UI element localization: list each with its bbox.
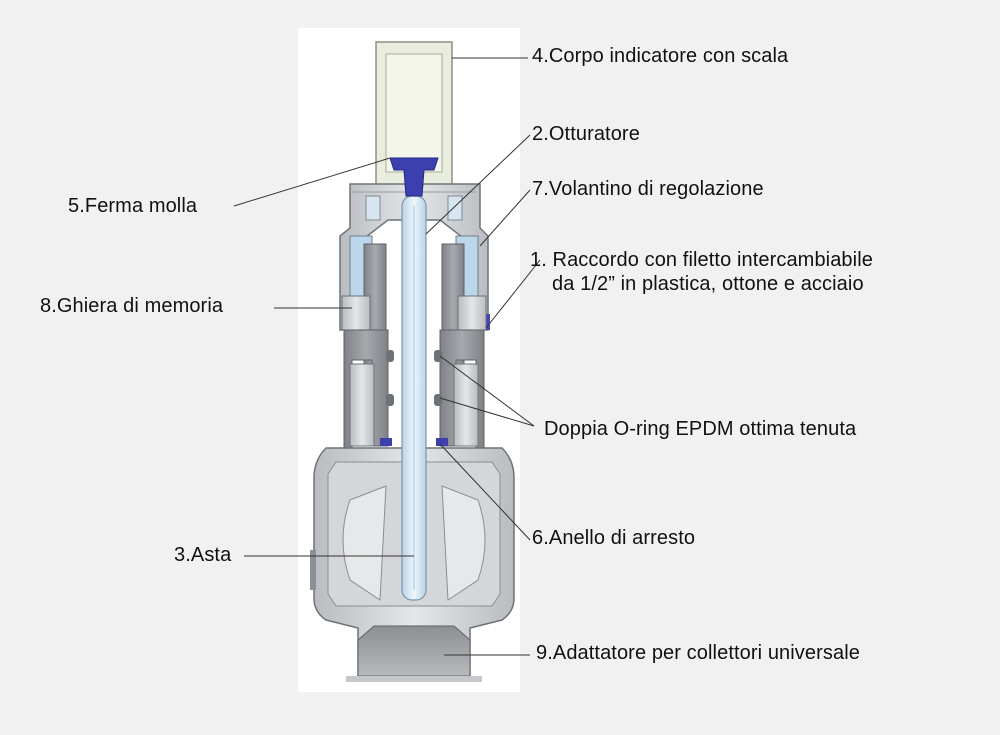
leader-volantino [479, 189, 531, 247]
label-corpo-indicatore: 4.Corpo indicatore con scala [532, 45, 789, 67]
universal-adapter [346, 625, 482, 682]
label-asta: 3.Asta [174, 544, 232, 566]
leader-otturatore [425, 134, 531, 235]
leader-raccordo [485, 259, 541, 329]
label-anello: 6.Anello di arresto [532, 527, 696, 549]
indicator-body [375, 41, 453, 203]
leader-ferma-molla [233, 157, 391, 207]
label-ferma-molla: 5.Ferma molla [68, 195, 198, 217]
stem [401, 195, 427, 601]
stop-rings [380, 438, 448, 446]
label-otturatore: 2.Otturatore [532, 123, 640, 145]
o-rings [386, 350, 442, 406]
leader-oring-a [439, 355, 535, 427]
label-raccordo-line2: da 1/2” in plastica, ottone e acciaio [552, 273, 864, 295]
spring-stop [389, 157, 439, 197]
leader-anello [439, 443, 531, 541]
label-ghiera: 8.Ghiera di memoria [40, 295, 224, 317]
memory-ring-nut [341, 295, 487, 331]
label-oring: Doppia O-ring EPDM ottima tenuta [544, 418, 857, 440]
label-adattatore: 9.Adattatore per collettori universale [536, 642, 860, 664]
leader-oring-b [439, 397, 535, 427]
label-raccordo-line1: 1. Raccordo con filetto intercambiabile [530, 249, 873, 271]
leader-lines [233, 57, 541, 656]
label-volantino: 7.Volantino di regolazione [532, 178, 764, 200]
middle-body [343, 329, 485, 449]
